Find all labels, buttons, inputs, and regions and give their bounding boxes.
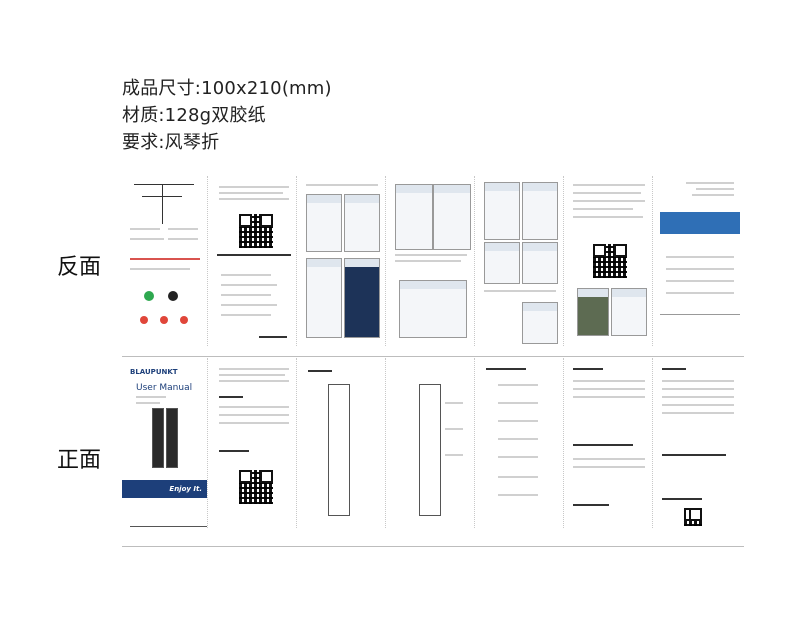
- front-side-strip: BLAUPUNKT User Manual Enjoy It.: [122, 358, 744, 528]
- strip-divider: [122, 356, 744, 357]
- door-lock-drawing: [328, 384, 350, 516]
- brand-logo: BLAUPUNKT: [130, 368, 178, 376]
- qr-code-icon: [239, 470, 273, 504]
- enjoy-banner: Enjoy It.: [122, 480, 207, 498]
- spec-requirement: 要求:风琴折: [122, 132, 220, 153]
- back-panel-6: [567, 176, 653, 346]
- door-lock-image: [152, 408, 164, 468]
- front-cover-panel: BLAUPUNKT User Manual Enjoy It.: [122, 358, 208, 528]
- front-panel-2: [211, 358, 297, 528]
- back-side-strip: [122, 176, 744, 346]
- front-panel-6: [567, 358, 653, 528]
- back-panel-7: [656, 176, 742, 346]
- qr-code-icon: [593, 244, 627, 278]
- back-panel-1: [122, 176, 208, 346]
- door-lock-drawing: [419, 384, 441, 516]
- bottom-divider: [122, 546, 744, 547]
- qr-code-icon: [684, 508, 702, 526]
- manual-title: User Manual: [136, 383, 193, 393]
- front-panel-4: [389, 358, 475, 528]
- front-panel-3: [300, 358, 386, 528]
- front-side-label: 正面: [57, 448, 102, 473]
- back-panel-4: [389, 176, 475, 346]
- spec-material: 材质:128g双胶纸: [122, 105, 266, 126]
- spec-size: 成品尺寸:100x210(mm): [122, 78, 332, 99]
- front-panel-5: [478, 358, 564, 528]
- back-panel-5: [478, 176, 564, 346]
- qr-code-icon: [239, 214, 273, 248]
- door-lock-image: [166, 408, 178, 468]
- front-panel-7: [656, 358, 742, 528]
- back-side-label: 反面: [57, 255, 102, 280]
- back-panel-3: [300, 176, 386, 346]
- back-panel-2: [211, 176, 297, 346]
